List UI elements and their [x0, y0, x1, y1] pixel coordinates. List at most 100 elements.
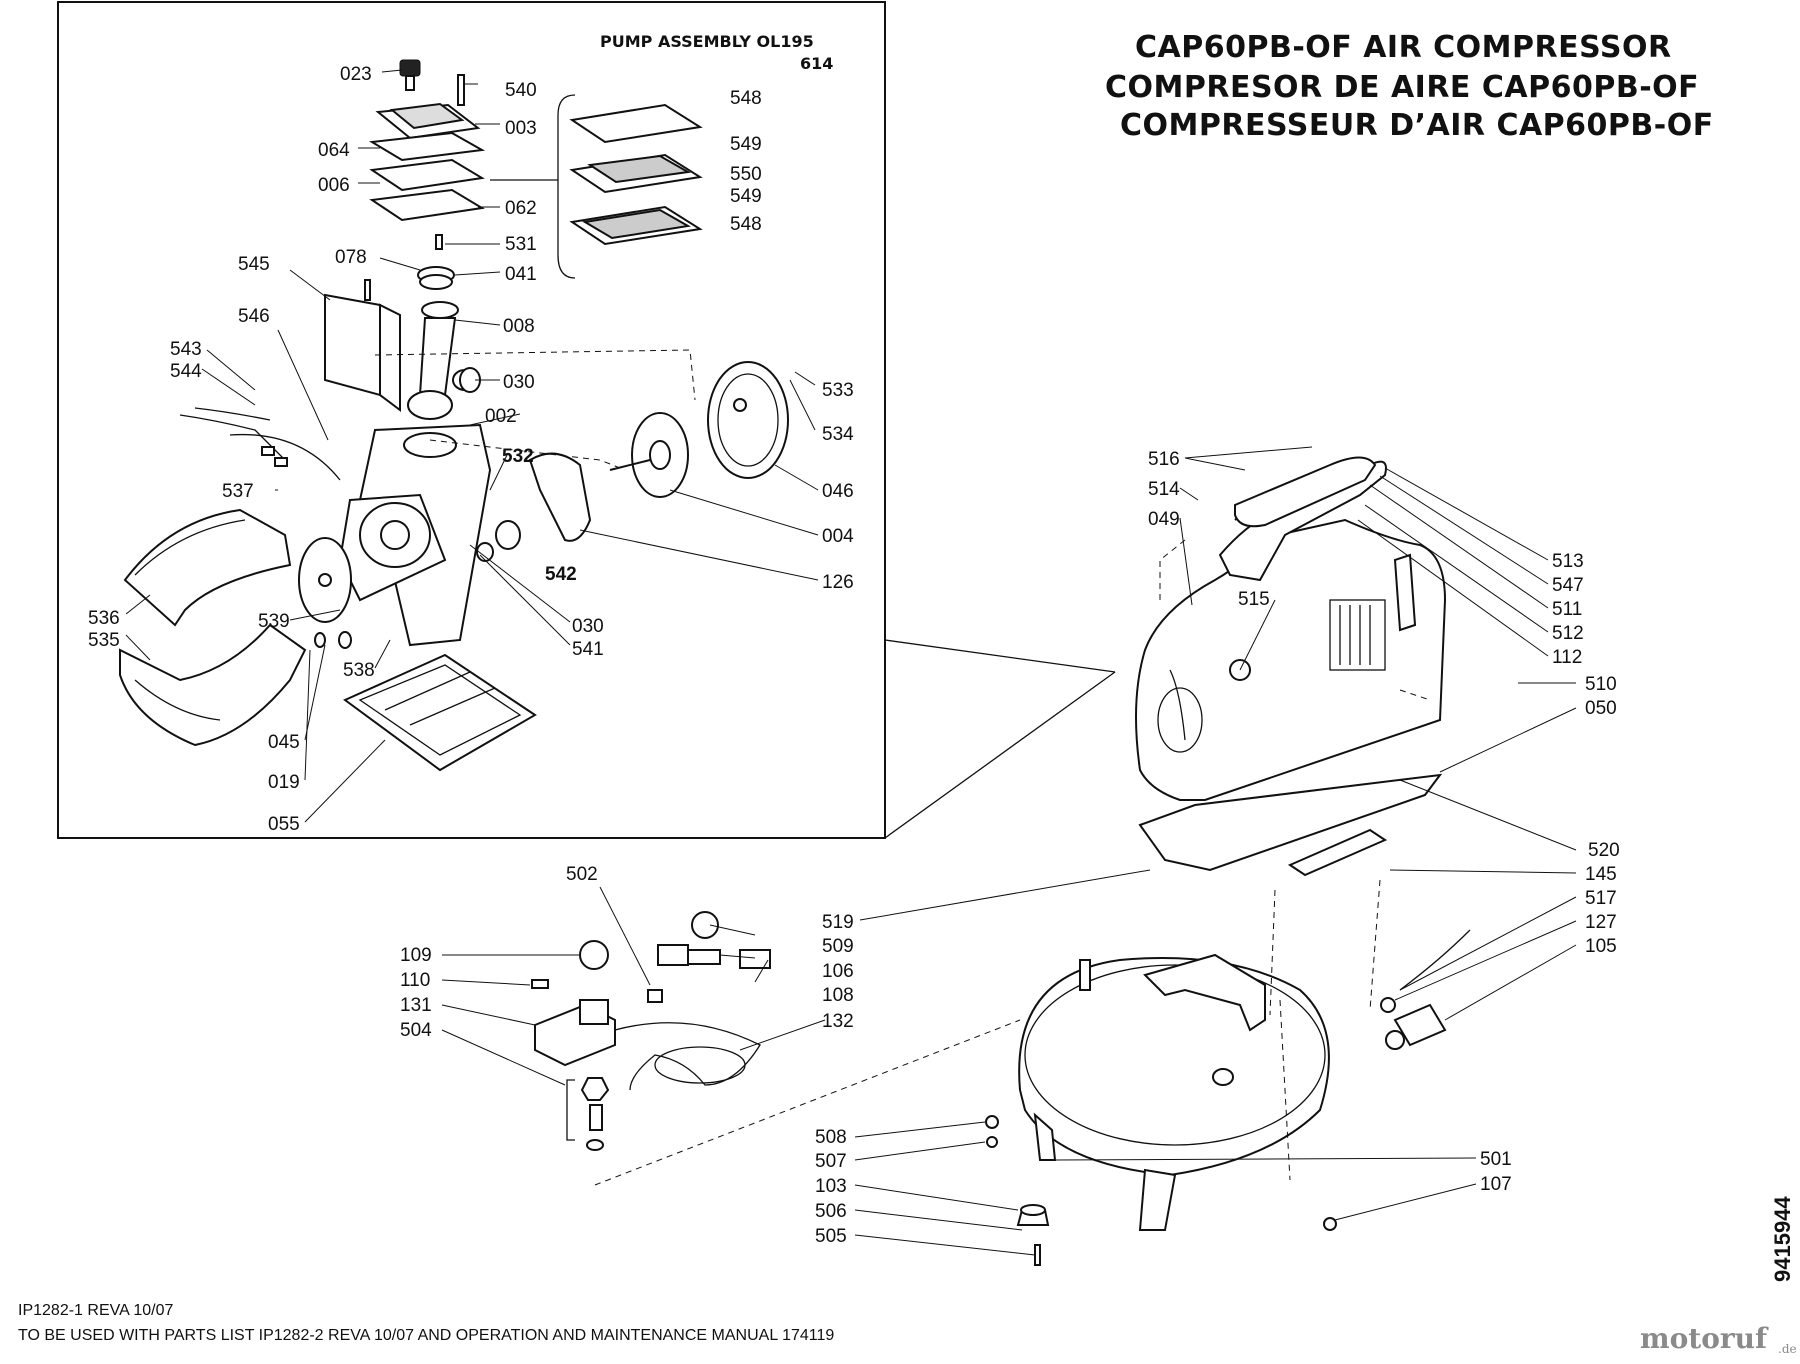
mounting-hardware [566, 1077, 610, 1151]
label-506: 506 [815, 1201, 847, 1222]
belt-guard [324, 279, 401, 412]
label-507: 507 [815, 1151, 847, 1172]
label-539: 539 [258, 611, 290, 632]
label-511: 511 [1552, 599, 1582, 620]
label-501: 501 [1480, 1149, 1512, 1170]
label-049: 049 [1148, 509, 1180, 530]
label-541: 541 [572, 639, 604, 660]
label-510: 510 [1585, 674, 1617, 695]
label-540: 540 [505, 80, 537, 101]
label-542: 542 [545, 564, 577, 585]
label-112: 112 [1552, 647, 1582, 668]
label-504: 504 [400, 1020, 432, 1041]
label-127: 127 [1585, 912, 1617, 933]
label-505: 505 [815, 1226, 847, 1247]
label-078: 078 [335, 247, 367, 268]
label-534: 534 [822, 424, 854, 445]
label-006: 006 [318, 175, 350, 196]
label-508: 508 [815, 1127, 847, 1148]
document-id: IP1282-1 REVA 10/07 [18, 1302, 174, 1319]
motor-wiring [179, 407, 341, 481]
label-517: 517 [1585, 888, 1617, 909]
watermark-suffix: .de [1778, 1342, 1797, 1356]
cylinder-head-stack [368, 59, 486, 290]
label-532: 532 [502, 446, 534, 467]
label-145: 145 [1585, 864, 1617, 885]
label-103: 103 [815, 1176, 847, 1197]
title-spanish: COMPRESOR DE AIRE CAP60PB-OF [1105, 70, 1700, 105]
leader-lines [125, 69, 1577, 1256]
rubber-foot [985, 1115, 1050, 1266]
label-050: 050 [1585, 698, 1617, 719]
label-549: 549 [730, 134, 762, 155]
label-516: 516 [1148, 449, 1180, 470]
motor-cover-upper [123, 508, 292, 627]
label-030: 030 [503, 372, 535, 393]
label-108: 108 [822, 985, 854, 1006]
label-003: 003 [505, 118, 537, 139]
pressure-switch [531, 940, 761, 1091]
label-110: 110 [400, 970, 430, 991]
label-513: 513 [1552, 551, 1584, 572]
watermark: motoruf [1640, 1322, 1768, 1355]
label-548-b: 548 [730, 214, 762, 235]
usage-note: TO BE USED WITH PARTS LIST IP1282-2 REVA… [18, 1327, 835, 1344]
label-062: 062 [505, 198, 537, 219]
label-105: 105 [1585, 936, 1617, 957]
label-046: 046 [822, 481, 854, 502]
label-023: 023 [340, 64, 372, 85]
label-544: 544 [170, 361, 202, 382]
label-041: 041 [505, 264, 537, 285]
label-519: 519 [822, 912, 854, 933]
label-515: 515 [1238, 589, 1270, 610]
label-008: 008 [503, 316, 535, 337]
label-549-b: 549 [730, 186, 762, 207]
label-019: 019 [268, 772, 300, 793]
drive-belt [528, 452, 592, 542]
label-055: 055 [268, 814, 300, 835]
pump-assembly-inset: PUMP ASSEMBLY OL195 614 [57, 1, 1116, 839]
label-535: 535 [88, 630, 120, 651]
compressor-shroud [1135, 518, 1447, 801]
label-512: 512 [1552, 623, 1584, 644]
shroud-base [1138, 773, 1443, 877]
air-tank [1018, 953, 1330, 1231]
label-533: 533 [822, 380, 854, 401]
base-plate [343, 653, 537, 772]
label-546: 546 [238, 306, 270, 327]
inset-title: PUMP ASSEMBLY OL195 [600, 32, 814, 51]
label-514: 514 [1148, 479, 1180, 500]
label-126: 126 [822, 572, 854, 593]
label-538: 538 [343, 660, 375, 681]
label-547: 547 [1552, 575, 1584, 596]
label-548: 548 [730, 88, 762, 109]
tank-fittings [1323, 929, 1471, 1231]
handle-cap [1234, 456, 1377, 528]
flywheel [707, 361, 789, 479]
label-132: 132 [822, 1011, 854, 1032]
label-131: 131 [400, 995, 432, 1016]
label-107: 107 [1480, 1174, 1512, 1195]
label-004: 004 [822, 526, 854, 547]
label-509: 509 [822, 936, 854, 957]
label-030-b: 030 [572, 616, 604, 637]
label-106: 106 [822, 961, 854, 982]
label-502: 502 [566, 864, 598, 885]
motor-fan [298, 537, 352, 623]
title-english: CAP60PB-OF AIR COMPRESSOR [1135, 30, 1672, 65]
pulley [609, 412, 689, 498]
label-543: 543 [170, 339, 202, 360]
label-109: 109 [400, 945, 432, 966]
valve-plate-group [490, 94, 703, 279]
title-french: COMPRESSEUR D’AIR CAP60PB-OF [1120, 108, 1714, 143]
crankcase [338, 423, 492, 647]
label-064: 064 [318, 140, 350, 161]
label-520: 520 [1588, 840, 1620, 861]
label-537: 537 [222, 481, 254, 502]
motor-cover-lower [119, 623, 307, 747]
regulator-gauge-assembly [647, 911, 771, 1003]
label-545: 545 [238, 254, 270, 275]
label-045: 045 [268, 732, 300, 753]
label-550: 550 [730, 164, 762, 185]
